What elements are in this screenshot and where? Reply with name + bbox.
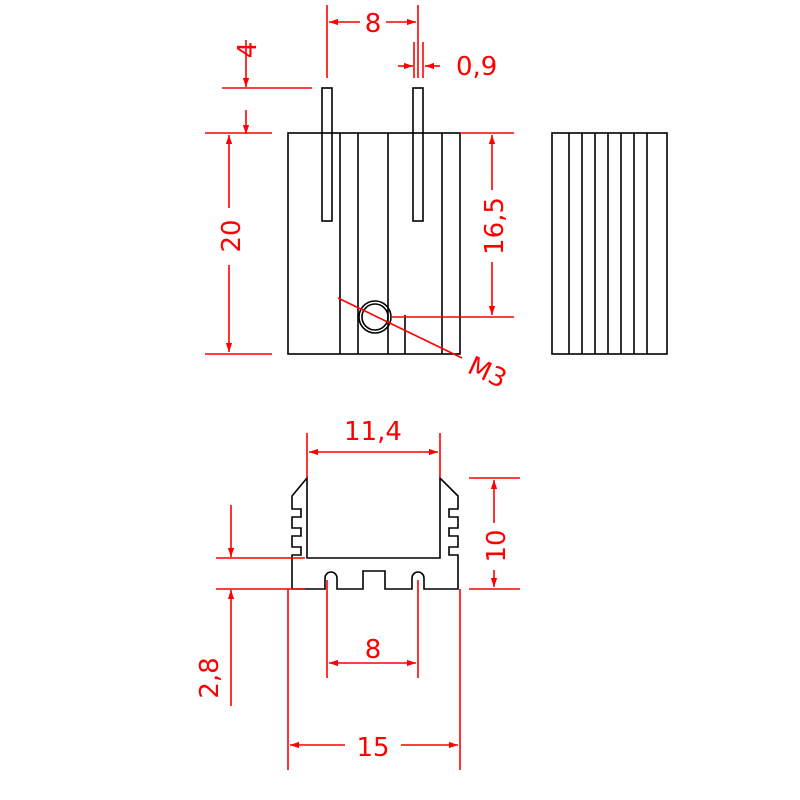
dimensions: 8 0,9 4 20 16,5 M3 11,4 bbox=[195, 5, 520, 770]
profile-view bbox=[291, 475, 459, 590]
front-body-outline bbox=[287, 132, 461, 355]
dim-pin-protrusion: 4 bbox=[233, 42, 263, 59]
dim-pin-thickness: 0,9 bbox=[456, 52, 497, 82]
front-view bbox=[287, 87, 461, 355]
side-view bbox=[551, 132, 668, 355]
m3-hole-inner bbox=[361, 303, 389, 331]
side-body-outline bbox=[551, 132, 668, 355]
dim-inner-width: 11,4 bbox=[344, 417, 402, 447]
left-pin bbox=[321, 87, 333, 222]
dim-hole-height: 16,5 bbox=[480, 197, 510, 255]
right-pin bbox=[412, 87, 424, 222]
dim-body-height: 20 bbox=[217, 219, 247, 252]
dim-groove-spacing: 8 bbox=[365, 635, 382, 665]
dim-overall-width: 15 bbox=[356, 733, 389, 763]
dim-base-thickness: 2,8 bbox=[195, 657, 225, 698]
dim-hole-thread: M3 bbox=[463, 351, 511, 395]
m3-hole bbox=[358, 300, 392, 334]
dim-profile-height: 10 bbox=[482, 529, 512, 562]
dim-pin-spacing-top: 8 bbox=[365, 9, 382, 39]
m3-leader-line bbox=[337, 297, 463, 359]
profile-outline bbox=[291, 475, 459, 590]
